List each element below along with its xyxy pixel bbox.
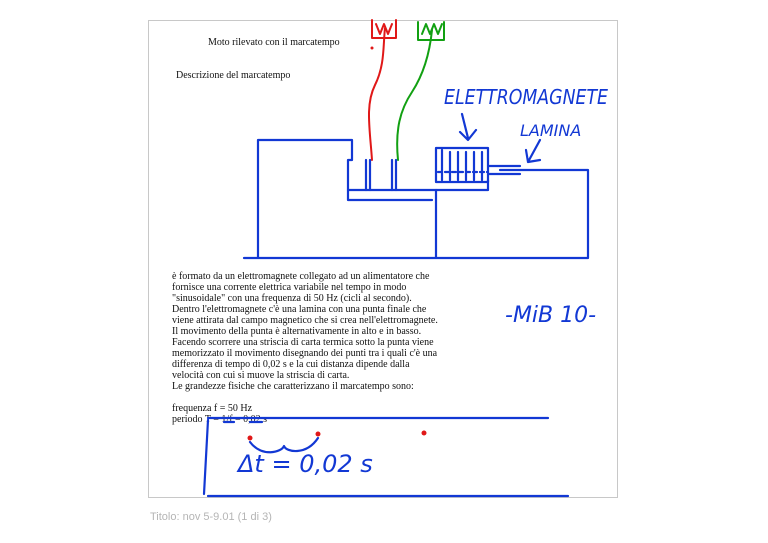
paragraph-line: Il movimento della punta è alternativame… — [172, 326, 422, 337]
paragraph-line: Facendo scorrere una striscia di carta t… — [172, 337, 434, 348]
slide-caption: Titolo: nov 5-9.01 (1 di 3) — [150, 511, 272, 523]
paragraph-line: viene attirata dal campo magnetico che s… — [172, 315, 438, 326]
paragraph-line: fornisce una corrente elettrica variabil… — [172, 282, 407, 293]
paragraph-line: Dentro l'elettromagnete c'è una lamina c… — [172, 304, 427, 315]
paragraph-line: differenza di tempo di 0,02 s e la cui d… — [172, 359, 410, 370]
paragraph-line: memorizzato il movimento disegnando dei … — [172, 348, 438, 359]
paragraph-line: è formato da un elettromagnete collegato… — [172, 271, 430, 282]
notebook-page — [148, 20, 618, 498]
paragraph-line: velocità con cui si muove la striscia di… — [172, 370, 350, 381]
period-line: periodo T = 1/f = 0,02 s — [172, 414, 268, 425]
description-text: è formato da un elettromagnete collegato… — [172, 271, 438, 425]
paragraph-line: "sinusoidale" con una frequenza di 50 Hz… — [172, 293, 412, 304]
frequency-line: frequenza f = 50 Hz — [172, 403, 253, 414]
page-title: Moto rilevato con il marcatempo — [208, 37, 340, 48]
section-subtitle: Descrizione del marcatempo — [176, 70, 291, 81]
paragraph-line: Le grandezze fisiche che caratterizzano … — [172, 381, 414, 392]
